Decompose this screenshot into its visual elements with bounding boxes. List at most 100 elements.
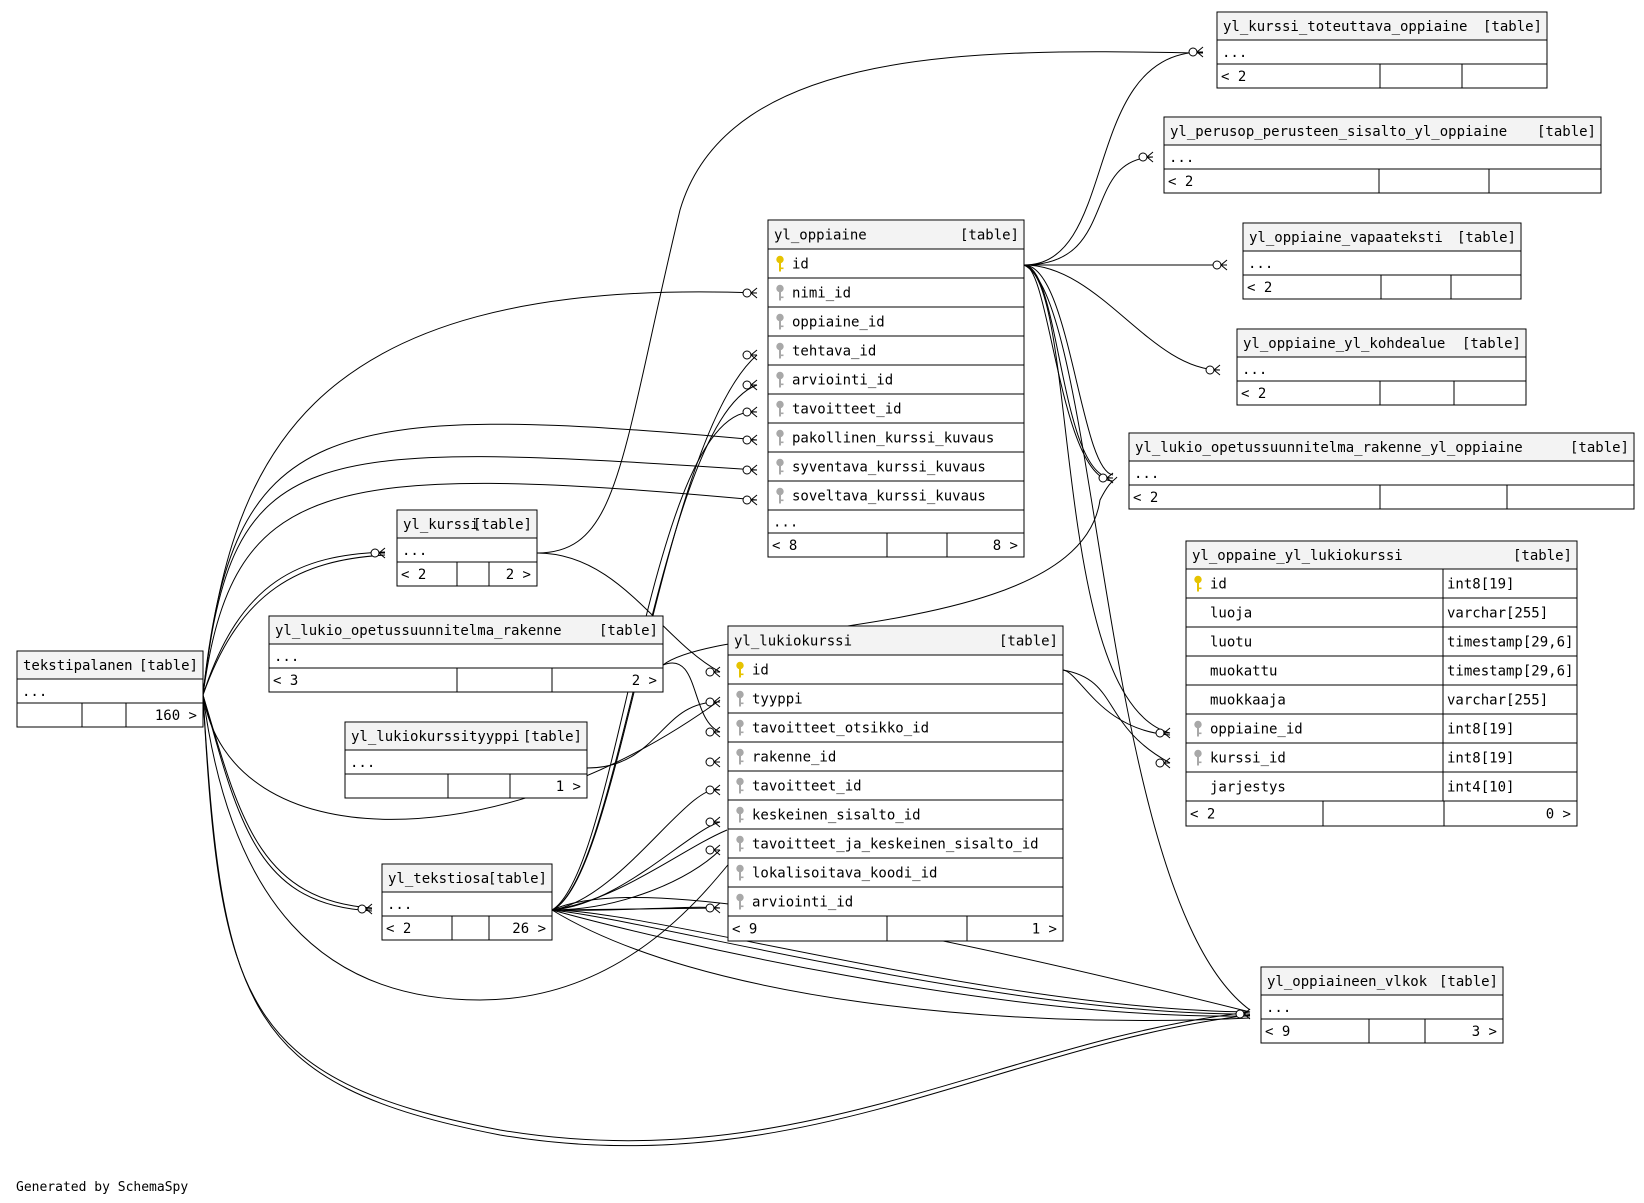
column-row-more[interactable]: ... [773, 515, 798, 531]
parents-count[interactable]: < 3 [273, 673, 298, 689]
table-name[interactable]: yl_kurssi [403, 517, 479, 533]
column-row-lokalisoitava-koodi-id[interactable]: lokalisoitava_koodi_id [736, 864, 938, 882]
table-tekstipalanen[interactable]: tekstipalanen[table]...160 > [16, 650, 204, 728]
table-footer: < 8 8 > [772, 533, 1018, 557]
column-name: ... [402, 543, 427, 559]
column-row-more[interactable]: ... [1134, 466, 1159, 482]
table-name[interactable]: yl_oppiaine_vapaateksti [1249, 230, 1443, 246]
table-yl-kurssi-toteuttava-oppiaine[interactable]: yl_kurssi_toteuttava_oppiaine[table]...<… [1216, 11, 1548, 89]
column-row-soveltava-kurssi-kuvaus[interactable]: soveltava_kurssi_kuvaus [776, 487, 986, 505]
column-row-oppiaine-id[interactable]: oppiaine_id [776, 313, 885, 331]
table-name[interactable]: yl_tekstiosa [388, 871, 489, 887]
column-row-more[interactable]: ... [1242, 362, 1267, 378]
parents-count[interactable]: < 2 [386, 921, 411, 937]
column-row-more[interactable]: ... [387, 897, 412, 913]
parents-count[interactable]: < 2 [1247, 280, 1272, 296]
column-row-tavoitteet-id[interactable]: tavoitteet_id [736, 777, 862, 795]
children-count[interactable]: 160 > [155, 708, 197, 724]
table-name[interactable]: yl_lukiokurssityyppi [351, 729, 520, 745]
column-row-syventava-kurssi-kuvaus[interactable]: syventava_kurssi_kuvaus [776, 458, 986, 476]
column-row-tavoitteet-id[interactable]: tavoitteet_id [776, 400, 902, 418]
table-yl-lukiokurssi[interactable]: yl_lukiokurssi[table]idtyyppitavoitteet_… [727, 625, 1064, 942]
column-row-more[interactable]: ... [1248, 256, 1273, 272]
table-yl-oppiaine-vapaateksti[interactable]: yl_oppiaine_vapaateksti[table]...< 2 [1242, 222, 1522, 300]
parents-count[interactable]: < 9 [732, 922, 757, 938]
children-count[interactable]: 8 > [993, 538, 1018, 554]
children-count[interactable]: 2 > [506, 567, 531, 583]
crows-foot-marker [742, 406, 758, 418]
parents-count[interactable]: < 2 [1133, 490, 1158, 506]
table-type-tag: [table] [1462, 336, 1521, 352]
parents-count[interactable]: < 2 [1241, 386, 1266, 402]
foreign-key-icon [776, 284, 784, 301]
column-row-nimi-id[interactable]: nimi_id [776, 284, 851, 302]
column-row-pakollinen-kurssi-kuvaus[interactable]: pakollinen_kurssi_kuvaus [776, 429, 994, 447]
column-row-more[interactable]: ... [274, 649, 299, 665]
parents-count[interactable]: < 9 [1265, 1024, 1290, 1040]
table-name[interactable]: yl_lukiokurssi [734, 634, 852, 650]
column-row-tyyppi[interactable]: tyyppi [736, 690, 803, 708]
column-row-keskeinen-sisalto-id[interactable]: keskeinen_sisalto_id [736, 806, 921, 824]
table-yl-lukio-opetussuunnitelma-rakenne-yl-oppiaine[interactable]: yl_lukio_opetussuunnitelma_rakenne_yl_op… [1128, 432, 1635, 510]
table-name[interactable]: yl_oppaine_yl_lukiokurssi [1192, 548, 1403, 564]
column-row-more[interactable]: ... [350, 755, 375, 771]
column-row-tehtava-id[interactable]: tehtava_id [776, 342, 876, 360]
column-row-arviointi-id[interactable]: arviointi_id [776, 371, 893, 389]
parents-count[interactable]: < 2 [401, 567, 426, 583]
crows-foot-marker [705, 726, 721, 738]
column-row-more[interactable]: ... [402, 543, 427, 559]
column-row-tavoitteet-otsikko-id[interactable]: tavoitteet_otsikko_id [736, 719, 929, 737]
column-type: timestamp[29,6] [1447, 664, 1573, 680]
column-row-more[interactable]: ... [1266, 1000, 1291, 1016]
crows-foot-marker [705, 666, 721, 678]
children-count[interactable]: 0 > [1546, 807, 1571, 823]
table-name[interactable]: yl_oppiaine [774, 228, 867, 244]
children-count[interactable]: 3 > [1472, 1024, 1497, 1040]
column-row-arviointi-id[interactable]: arviointi_id [736, 893, 853, 911]
table-name[interactable]: yl_oppiaine_yl_kohdealue [1243, 336, 1445, 352]
table-yl-lukio-opetussuunnitelma-rakenne[interactable]: yl_lukio_opetussuunnitelma_rakenne[table… [268, 615, 664, 693]
table-yl-perusop-perusteen-sisalto-yl-oppiaine[interactable]: yl_perusop_perusteen_sisalto_yl_oppiaine… [1163, 116, 1602, 194]
table-name[interactable]: yl_perusop_perusteen_sisalto_yl_oppiaine [1170, 124, 1507, 140]
parents-count[interactable]: < 2 [1221, 69, 1246, 85]
column-name: tavoitteet_otsikko_id [752, 721, 929, 737]
children-count[interactable]: 1 > [556, 779, 581, 795]
table-name[interactable]: yl_lukio_opetussuunnitelma_rakenne [275, 623, 562, 639]
table-name[interactable]: tekstipalanen [23, 658, 133, 674]
column-row-more[interactable]: ... [1222, 45, 1247, 61]
column-row-more[interactable]: ... [22, 684, 47, 700]
table-name[interactable]: yl_kurssi_toteuttava_oppiaine [1223, 19, 1467, 35]
parents-count[interactable]: < 2 [1190, 807, 1215, 823]
table-footer: 160 > [81, 703, 197, 727]
parents-count[interactable]: < 2 [1168, 174, 1193, 190]
table-name[interactable]: yl_oppiaineen_vlkok [1267, 974, 1428, 990]
column-row-id[interactable]: id [776, 255, 809, 273]
table-name[interactable]: yl_lukio_opetussuunnitelma_rakenne_yl_op… [1135, 440, 1523, 456]
column-row-rakenne-id[interactable]: rakenne_id [736, 748, 836, 766]
column-row-tavoitteet-ja-keskeinen-sisalto-id[interactable]: tavoitteet_ja_keskeinen_sisalto_id [736, 835, 1039, 853]
relationship-line [202, 551, 386, 696]
table-yl-oppiaine-yl-kohdealue[interactable]: yl_oppiaine_yl_kohdealue [table]... < 2 [1236, 328, 1527, 406]
table-yl-oppiaine[interactable]: yl_oppiaine[table]idnimi_idoppiaine_idte… [767, 219, 1025, 558]
children-count[interactable]: 2 > [632, 673, 657, 689]
column-row-more[interactable]: ... [1169, 150, 1194, 166]
table-yl-lukiokurssityyppi[interactable]: yl_lukiokurssityyppi[table]...1 > [344, 721, 588, 799]
children-count[interactable]: 26 > [512, 921, 546, 937]
column-row-id[interactable]: id [736, 661, 769, 679]
relationship-line [202, 694, 1251, 1147]
children-count[interactable]: 1 > [1032, 922, 1057, 938]
relationship-line [551, 849, 721, 911]
parents-count[interactable]: < 8 [772, 538, 797, 554]
